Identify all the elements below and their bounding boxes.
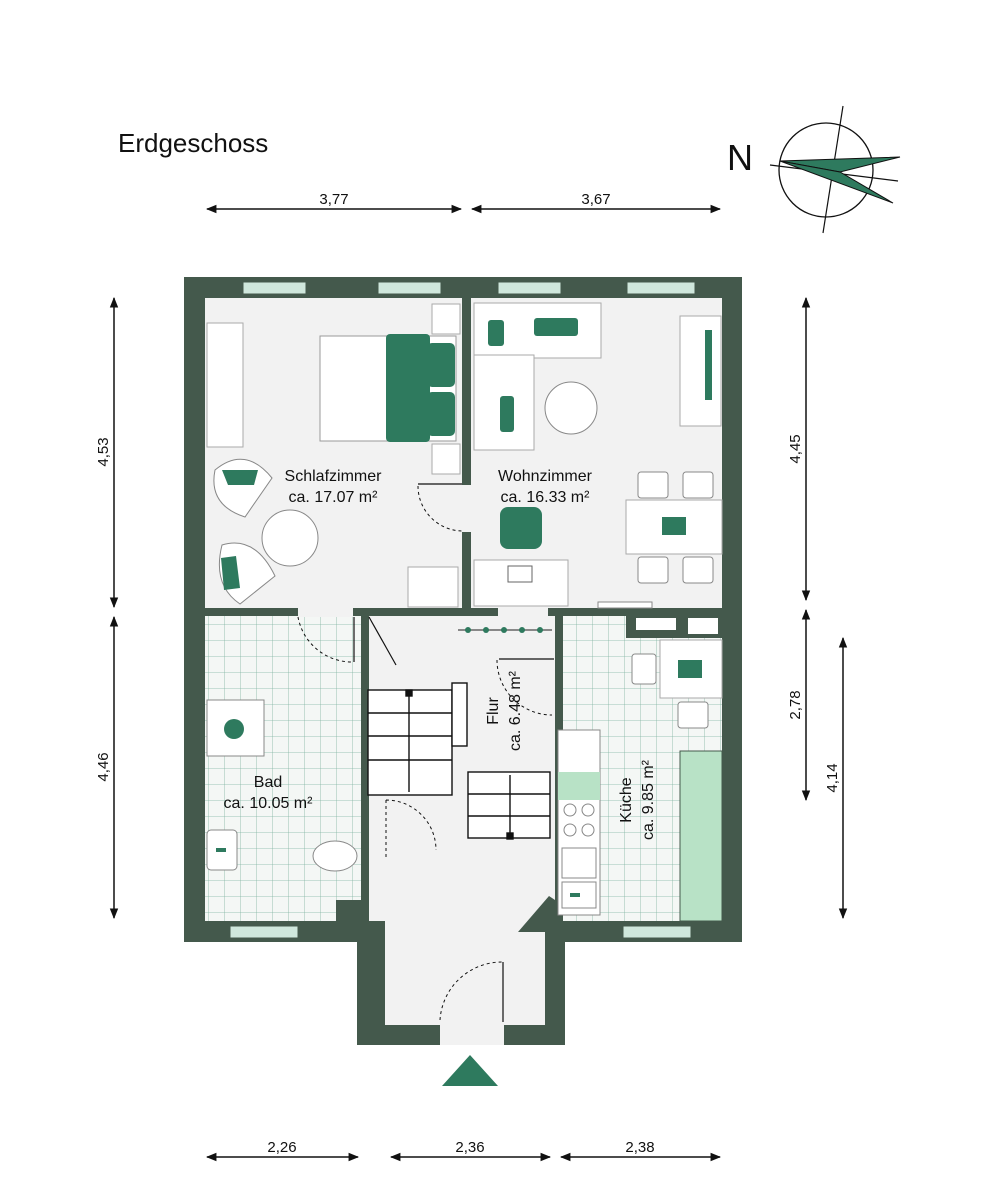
door-leaves (353, 483, 554, 1022)
entrance-arrow-icon (442, 1055, 498, 1086)
dim-bottom-3: 2,38 (625, 1139, 654, 1156)
room-name-wohnzimmer: Wohnzimmer (498, 468, 593, 485)
dim-right-3: 4,14 (824, 763, 841, 792)
room-area-wohnzimmer: ca. 16.33 m² (501, 489, 591, 506)
compass-rose-icon: N (727, 105, 901, 234)
floor-entrance (385, 920, 545, 1025)
door-opening-bath (298, 607, 353, 617)
dim-bottom-2: 2,36 (455, 1139, 484, 1156)
dim-bottom-1: 2,26 (267, 1139, 296, 1156)
entrance-opening (440, 1023, 504, 1045)
north-label: N (727, 137, 753, 178)
room-area-schlafzimmer: ca. 17.07 m² (289, 489, 379, 506)
floor-bad (205, 616, 361, 921)
schlafzimmer-furniture (206, 303, 461, 608)
wohnzimmer-furniture (473, 302, 723, 609)
dim-left-1: 4,53 (95, 437, 112, 466)
dim-top-1: 3,77 (319, 191, 348, 208)
staircase (367, 682, 551, 840)
door-swings (297, 485, 553, 1021)
dim-right-2: 2,78 (787, 690, 804, 719)
room-name-kueche: Küche (618, 777, 635, 822)
room-area-bad: ca. 10.05 m² (224, 795, 314, 812)
plan-title: Erdgeschoss (118, 128, 268, 158)
door-opening-kitchen (498, 606, 548, 618)
dim-top-2: 3,67 (581, 191, 610, 208)
kueche-fixtures (557, 612, 723, 922)
room-name-flur: Flur (485, 697, 502, 725)
dimension-lines (109, 204, 848, 1162)
bad-fixtures (206, 699, 358, 872)
windows (229, 281, 696, 939)
flur-details (336, 627, 555, 932)
room-area-flur: ca. 6.48 m² (507, 670, 524, 751)
room-area-kueche: ca. 9.85 m² (640, 759, 657, 840)
room-name-bad: Bad (254, 774, 282, 791)
dim-right-1: 4,45 (787, 434, 804, 463)
door-opening-living (462, 485, 471, 532)
dim-left-2: 4,46 (95, 752, 112, 781)
room-name-schlafzimmer: Schlafzimmer (285, 468, 383, 485)
